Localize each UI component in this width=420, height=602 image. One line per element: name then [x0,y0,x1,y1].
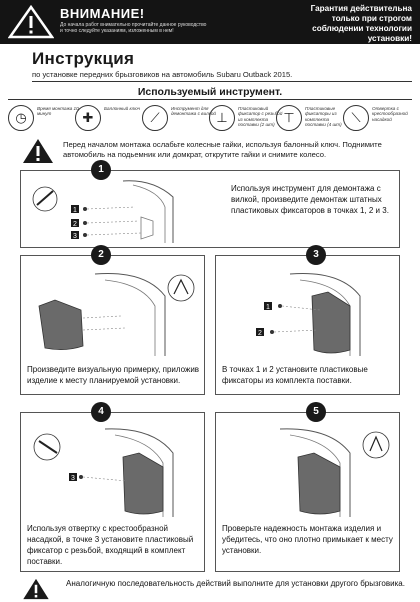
step-5-illustration [279,428,390,517]
warning-text: До начала работ внимательно прочитайте д… [60,22,207,34]
tool-label: Инструмент для демонтажа с вилкой [171,106,216,117]
fastener-icon: ⊥ [209,105,235,131]
step-3-text: В точках 1 и 2 установите пластиковые фи… [222,365,368,385]
step-1-text: Используя инструмент для демонтажа с вил… [231,184,389,215]
warning-icon [8,5,54,39]
step-1-illustration: 1 2 3 [32,180,174,243]
attention-icon [23,139,53,163]
screwdriver-icon: ⟍ [343,105,369,131]
svg-text:2: 2 [73,221,77,228]
clip-icon: ⊤ [276,105,302,131]
warning-header: ВНИМАНИЕ! До начала работ внимательно пр… [0,0,420,44]
guarantee-text: Гарантия действительна только при строго… [310,4,412,43]
step-4-text: Используя отвертку с крестообразной наса… [27,524,194,566]
step-3-panel: 1 2 В точках 1 и 2 установите пластиковы… [215,255,400,395]
step-4-illustration: 3 [33,428,174,517]
svg-text:2: 2 [258,330,262,337]
footer-note: Аналогичную последовательность действий … [66,579,405,588]
step-1-panel: 1 2 3 Используя инструмент для демонтажа… [20,170,400,248]
step-2-panel: Произведите визуальную примерку, приложи… [20,255,205,395]
attention-icon [23,578,49,600]
tool-label: Отвертка с крестообразной насадкой [372,106,408,122]
tools-divider [8,99,412,100]
title-divider [32,81,412,82]
page-title: Инструкция [32,49,135,68]
tool-label: Пластиковый фиксатор с резьбой из компле… [238,106,283,128]
step-2-illustration [38,272,195,356]
step-4-panel: 3 Используя отвертку с крестообразной на… [20,412,205,572]
tool-label: Пластиковые фиксаторы из комплекта поста… [305,106,342,128]
svg-text:3: 3 [71,475,75,482]
tool-label: Время монтажа 10 минут [37,106,79,117]
step-5-badge: 5 [306,402,326,422]
svg-text:3: 3 [73,233,77,240]
wrench-icon: ✚ [75,105,101,131]
svg-text:1: 1 [73,207,77,214]
clock-icon: ◷ [8,105,34,131]
tools-heading: Используемый инструмент. [137,86,283,98]
svg-text:1: 1 [266,304,270,311]
pry-tool-icon: ⟋ [142,105,168,131]
step-5-panel: Проверьте надежность монтажа изделия и у… [215,412,400,572]
step-4-badge: 4 [91,402,111,422]
preparation-note: Перед началом монтажа ослабьте колесные … [63,140,382,159]
step-5-text: Проверьте надежность монтажа изделия и у… [222,524,393,555]
step-1-badge: 1 [91,160,111,180]
step-2-text: Произведите визуальную примерку, приложи… [27,365,200,385]
tool-label: Баллонный ключ [104,106,140,111]
step-3-illustration: 1 2 [256,272,361,356]
page-subtitle: по установке передних брызговиков на авт… [32,70,293,79]
step-3-badge: 3 [306,245,326,265]
step-2-badge: 2 [91,245,111,265]
warning-title: ВНИМАНИЕ! [60,6,145,21]
